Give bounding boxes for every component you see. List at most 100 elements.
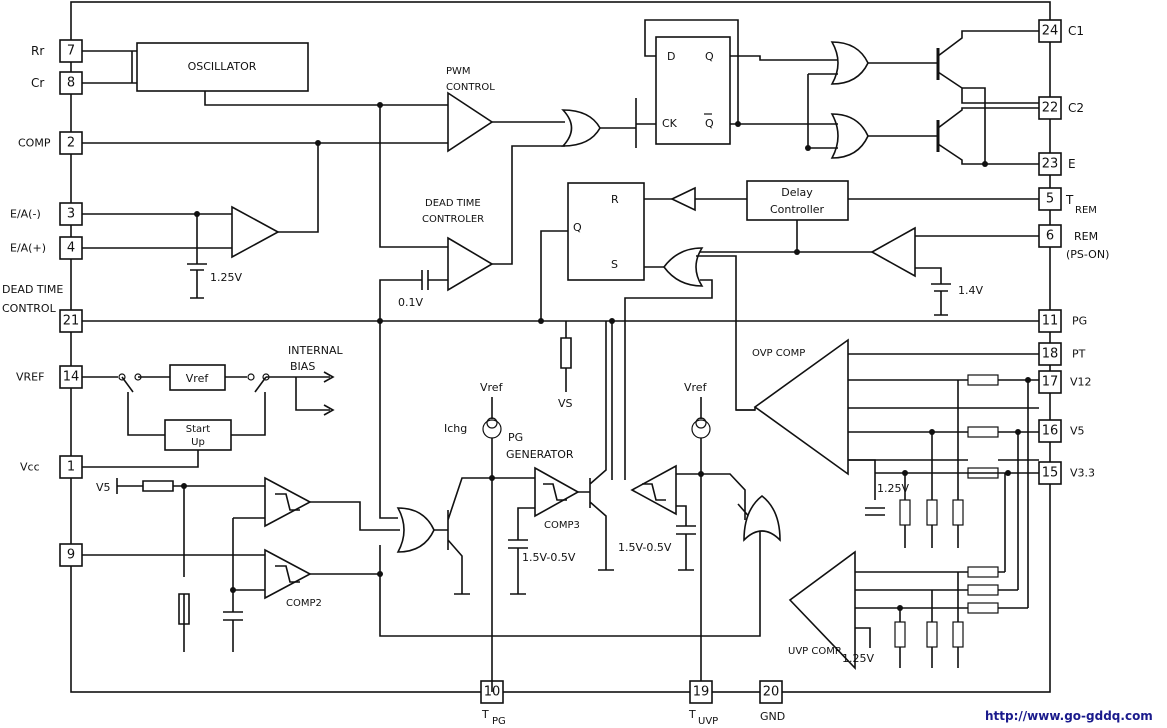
ff-d: D [667,50,675,63]
vs-resistor [560,321,613,480]
uvp-comparator [788,550,856,670]
ovp-ref [848,459,885,516]
comp3-ref-label: 1.5V-0.5V [522,551,576,564]
ovp-label: OVP COMP [752,348,805,359]
ea-ref-battery [187,214,207,299]
svg-text:8: 8 [67,76,75,91]
v5-in-label: V5 [96,481,111,494]
svg-text:20: 20 [763,685,780,700]
ovp-out-link [736,407,756,411]
pin-17: 17 V12 [1038,370,1092,394]
internal-label-2: BIAS [290,360,315,373]
watermark: http://www.go-gddq.com [985,709,1153,723]
pin-4: 4 E/A(+) [10,236,83,260]
rs-s: S [611,258,618,271]
startup-wires [82,392,266,468]
delay-label-2: Controller [770,203,825,216]
pg-label: PG [508,431,523,444]
rs-r: R [611,193,619,206]
pin-3: 3 E/A(-) [10,202,83,226]
rs-q-out [540,230,568,321]
or-gate-uvp [743,494,781,542]
ff-ck: CK [662,117,678,130]
pin-label: PT [1072,348,1086,361]
uvp-label: UVP COMP [788,646,841,657]
pin-14: 14 VREF [16,365,83,389]
svg-text:24: 24 [1042,24,1059,39]
svg-text:6: 6 [1046,229,1054,244]
comp3-in [492,477,535,595]
comp3-label: COMP3 [544,520,580,531]
ichg-label: Ichg [444,422,467,435]
pin-label: T [1065,193,1074,207]
pg-gen-label: GENERATOR [506,448,574,461]
comp3-hyst-icon [543,483,567,501]
delay-label-1: Delay [781,186,813,199]
uvp-div-bottoms [899,647,959,668]
pg-vref-label: Vref [480,381,504,394]
osc-wires [82,50,137,84]
pin-label: E/A(-) [10,208,41,221]
pin-label: C1 [1068,24,1084,38]
or-gate-out-2 [830,113,869,159]
svg-text:16: 16 [1042,424,1059,439]
transistor-q2 [936,87,1039,167]
pwm-label-2: CONTROL [446,82,495,93]
vref-label: Vref [186,372,210,385]
pin-label: VREF [16,371,44,384]
uvp-inputs [855,571,1028,648]
pwm-comparator [447,91,494,153]
osc-out-wire [204,91,380,106]
pin-20: 20 GND [759,680,785,723]
or-outputs [868,62,938,137]
svg-text:7: 7 [67,44,75,59]
pwm-inputs [82,104,448,144]
or-gate-s [663,247,704,287]
pin-7: 7 Rr [31,39,83,63]
ff-outputs [730,55,808,125]
error-amplifier [231,205,280,259]
pin-5: 5 T REM [1038,187,1097,216]
ovp-res-1 [967,374,999,386]
comp4-ref-label: 1.5V-0.5V [618,541,672,554]
svg-text:15: 15 [1042,466,1059,481]
svg-text:5: 5 [1046,192,1054,207]
svg-text:11: 11 [1042,314,1059,329]
pin-label: GND [760,710,785,723]
pin-label: Vcc [20,461,40,474]
comp1-hyst-icon [275,493,300,511]
comp2-label: COMP2 [286,598,322,609]
ea-wires [82,143,319,249]
vref-switches [121,376,267,393]
rs-q: Q [573,221,582,234]
pin-label: T [688,708,696,721]
comp4-hyst-icon [642,483,666,501]
dt-offset-label: 0.1V [398,296,423,309]
svg-text:3: 3 [67,207,75,222]
ovp-divider-bottoms [904,525,959,548]
rs-flip-flop [567,182,645,281]
comp2-hyst-icon [275,565,300,583]
or-s-wires [624,255,755,480]
svg-text:18: 18 [1042,347,1059,362]
oscillator-label: OSCILLATOR [188,60,257,73]
pin-21: 21 DEAD TIME CONTROL [2,283,83,333]
or-gate-out-1 [830,41,869,85]
pin-15: 15 V3.3 [1038,461,1095,485]
deadtime-label-1: DEAD TIME [425,198,481,209]
comp4-in [676,473,701,571]
dt-osc-wire [379,105,448,248]
uvp-current-source [691,419,711,439]
comp-out-wires [310,501,761,637]
pin-6: 6 REM (PS-ON) [1038,224,1109,261]
pin-label: T [481,708,489,721]
svg-text:23: 23 [1042,157,1059,172]
ff-qbar: Q [705,117,714,130]
svg-text:22: 22 [1042,101,1059,116]
rem-comparator [870,226,916,278]
pin-9: 9 [59,543,83,567]
startup-label-1: Start [186,424,211,435]
pin-11: 11 PG [1038,309,1087,333]
pin-label: REM [1074,230,1098,243]
internal-arrows [323,371,335,416]
